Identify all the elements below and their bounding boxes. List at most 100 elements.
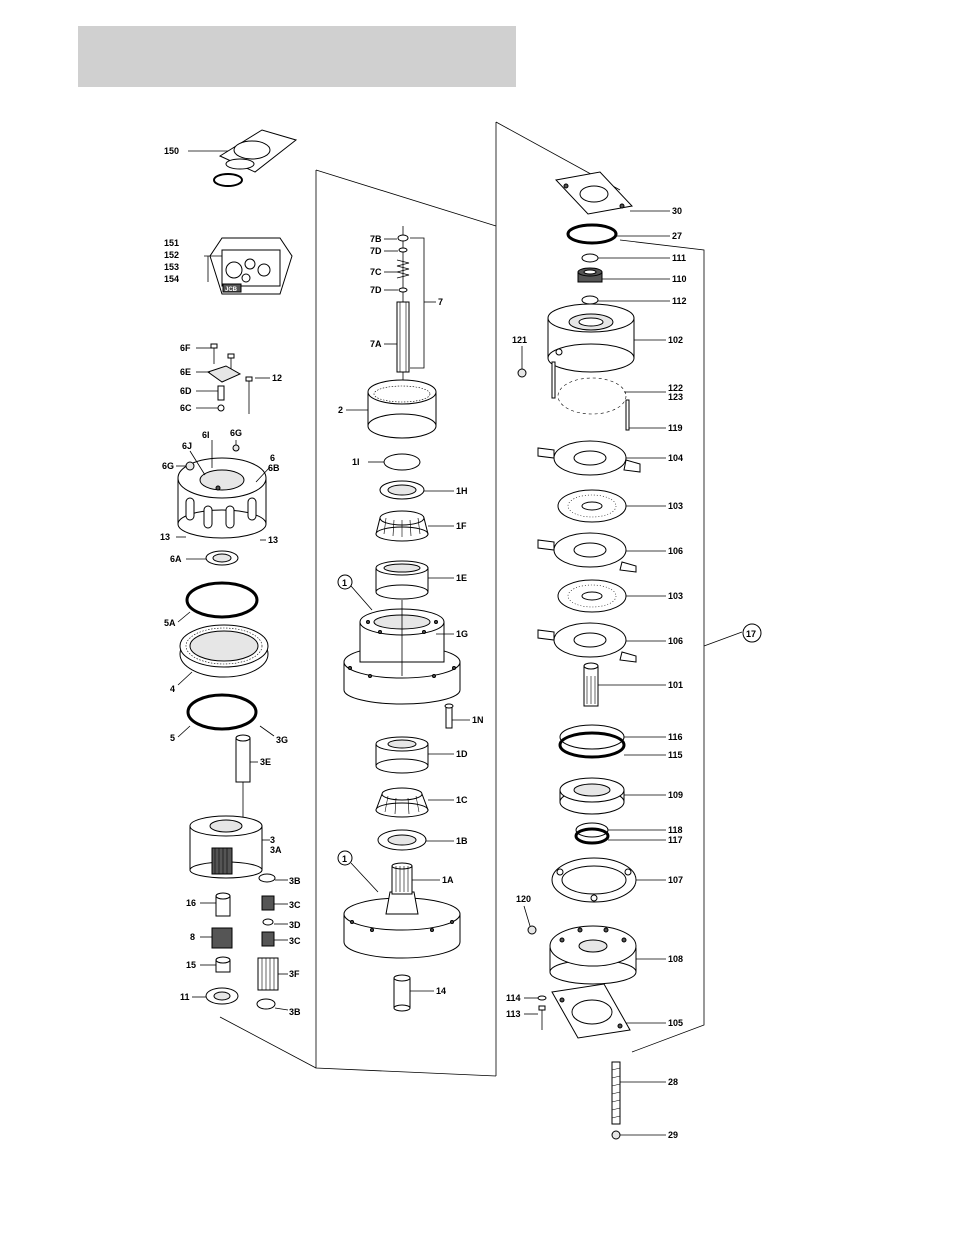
label-118: 118: [668, 825, 683, 835]
label-2: 2: [338, 405, 343, 415]
planet-shaft-3E: [236, 726, 274, 818]
planet-gear-stack: [257, 874, 288, 1010]
label-11: 11: [180, 992, 190, 1002]
label-1E: 1E: [456, 573, 467, 583]
mounting-plate-105: [552, 984, 666, 1038]
brake-shaft-101: [584, 663, 666, 706]
label-6A: 6A: [170, 554, 182, 564]
label-7B: 7B: [370, 234, 382, 244]
gasket-107: [552, 858, 666, 902]
retainer-111: [582, 254, 598, 262]
label-5: 5: [170, 733, 175, 743]
label-30: 30: [672, 206, 682, 216]
label-114: 114: [506, 993, 521, 1003]
label-7D-top: 7D: [370, 246, 382, 256]
label-6J: 6J: [182, 441, 192, 451]
label-28: 28: [668, 1077, 678, 1087]
label-4: 4: [170, 684, 175, 694]
label-13a: 13: [160, 532, 170, 542]
label-1D: 1D: [456, 749, 468, 759]
label-121: 121: [512, 335, 527, 345]
label-104: 104: [668, 453, 683, 463]
separator-plate-106: [538, 623, 666, 662]
label-151: 151: [164, 238, 179, 248]
bearing-110: [578, 268, 670, 282]
label-3F: 3F: [289, 969, 300, 979]
label-1B: 1B: [456, 836, 468, 846]
label-7: 7: [438, 297, 443, 307]
label-3B-top: 3B: [289, 876, 301, 886]
label-110: 110: [672, 274, 687, 284]
kit-logo: JCB: [225, 287, 238, 293]
label-108: 108: [668, 954, 683, 964]
bolt-113-114: [524, 996, 546, 1030]
brake-piston-109: [560, 778, 666, 814]
label-7A: 7A: [370, 339, 382, 349]
seals-117-118: [576, 823, 666, 843]
label-1N: 1N: [472, 715, 484, 725]
label-120: 120: [516, 894, 531, 904]
label-6I: 6I: [202, 430, 210, 440]
label-3B: 3B: [289, 1007, 301, 1017]
o-ring-5: [188, 695, 256, 729]
piston-seals-115-116: [560, 725, 666, 757]
small-parts-6: [196, 344, 270, 414]
separator-plate-106-top: [538, 533, 666, 572]
label-117: 117: [668, 835, 683, 845]
label-3C-top: 3C: [289, 900, 301, 910]
bearing-cone-1F: [376, 511, 454, 541]
label-1A: 1A: [442, 875, 454, 885]
label-3E: 3E: [260, 757, 271, 767]
label-111: 111: [672, 253, 686, 263]
label-106: 106: [668, 636, 683, 646]
label-1-circle: 1: [342, 578, 347, 588]
bearing-cup-1D: [376, 737, 454, 773]
label-6C: 6C: [180, 403, 192, 413]
label-107: 107: [668, 875, 683, 885]
label-154: 154: [164, 274, 179, 284]
separator-plate-104: [538, 441, 666, 475]
label-8: 8: [190, 932, 195, 942]
bushing-14: [394, 975, 434, 1011]
label-12: 12: [272, 373, 282, 383]
label-3D: 3D: [289, 920, 301, 930]
label-150: 150: [164, 146, 179, 156]
label-14: 14: [436, 986, 446, 996]
washer-112: [582, 296, 598, 304]
label-152: 152: [164, 250, 179, 260]
label-1C: 1C: [456, 795, 468, 805]
label-29: 29: [668, 1130, 678, 1140]
label-16: 16: [186, 898, 196, 908]
brake-springs-122-123: [552, 362, 666, 430]
bleeder-120: [528, 926, 536, 934]
label-27: 27: [672, 231, 682, 241]
label-5A: 5A: [164, 618, 176, 628]
cover-plate-30: [556, 172, 670, 214]
label-106-top: 106: [668, 546, 683, 556]
label-119: 119: [668, 423, 683, 433]
spacer-tube-1E: [376, 561, 454, 599]
planet-carrier-3: [190, 816, 270, 878]
label-103: 103: [668, 591, 683, 601]
label-1G: 1G: [456, 629, 468, 639]
label-1-circle-2: 1: [342, 854, 347, 864]
end-cover-108: [550, 926, 666, 984]
ring-gear-2: [346, 380, 436, 438]
label-6B: 6B: [268, 463, 280, 473]
label-6E: 6E: [180, 367, 191, 377]
stud-1N: [445, 704, 470, 728]
label-3A: 3A: [270, 845, 282, 855]
label-112: 112: [672, 296, 687, 306]
brake-housing-102: [548, 304, 666, 372]
label-7C: 7C: [370, 267, 382, 277]
label-3: 3: [270, 835, 275, 845]
label-115: 115: [668, 750, 683, 760]
friction-disc-103: [558, 580, 666, 612]
snap-ring-1I: [384, 454, 420, 470]
panel-borders: [220, 122, 742, 1076]
label-102: 102: [668, 335, 683, 345]
friction-disc-103-top: [558, 490, 666, 522]
bearing-cone-1C: [376, 788, 454, 817]
label-15: 15: [186, 960, 196, 970]
